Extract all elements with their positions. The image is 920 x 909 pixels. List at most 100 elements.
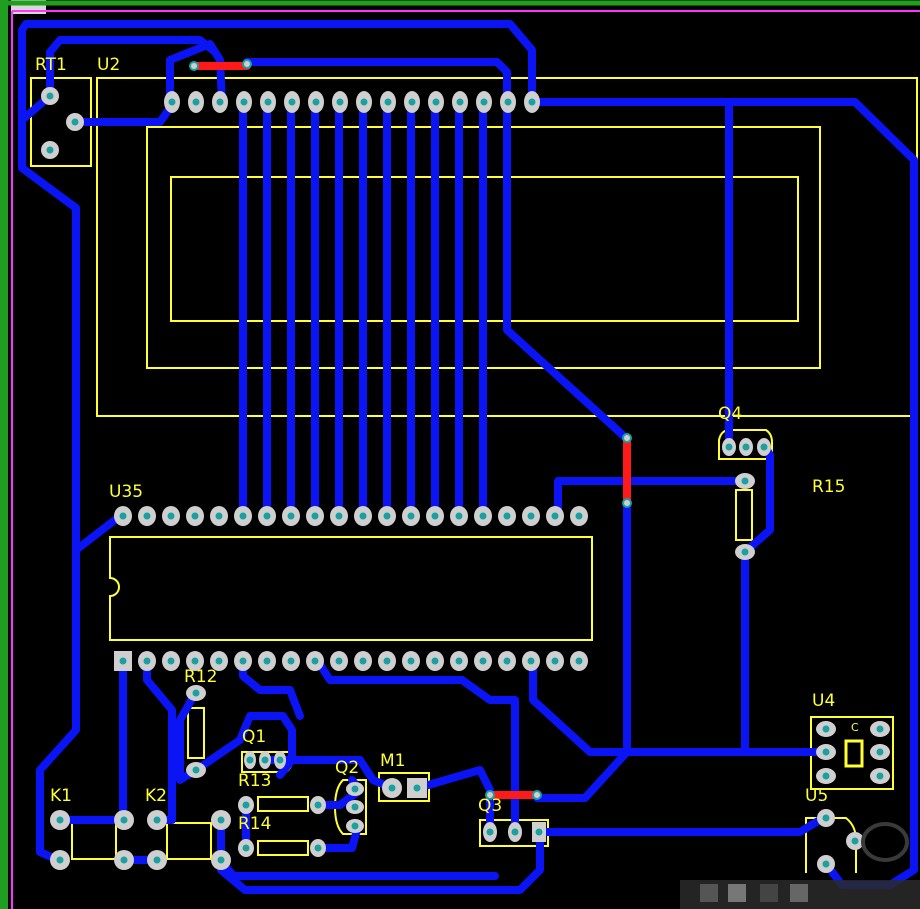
q1-pad-drill — [276, 756, 284, 764]
u2-pad-drill — [240, 98, 248, 106]
via — [242, 59, 252, 69]
u35-pad-drill — [335, 512, 343, 520]
u35-pad-drill — [311, 657, 319, 665]
u4-pad-drill — [822, 725, 830, 733]
label-m1: M1 — [380, 751, 405, 771]
u4-pin-marker: C — [851, 721, 859, 734]
via — [189, 61, 199, 71]
u4-pad-drill — [876, 772, 884, 780]
label-q4: Q4 — [718, 404, 742, 424]
u2-pad-drill — [168, 98, 176, 106]
u35-pad-drill — [191, 512, 199, 520]
u35-pad-drill — [359, 657, 367, 665]
k1-pad-drill — [120, 816, 128, 824]
u35-pad-drill — [575, 512, 583, 520]
u4-pad-drill — [876, 725, 884, 733]
via — [622, 498, 632, 508]
k2-pad-drill — [217, 816, 225, 824]
q4-pad-drill — [725, 443, 733, 451]
m1-pad-drill — [388, 784, 396, 792]
q4-pad-drill — [742, 443, 750, 451]
label-u2: U2 — [97, 55, 120, 75]
u2-pad-drill — [216, 98, 224, 106]
u2-pad-drill — [528, 98, 536, 106]
r13-pad-drill — [242, 801, 250, 809]
u35-pad-drill — [455, 657, 463, 665]
label-r14: R14 — [238, 814, 271, 834]
u5-pad-drill — [822, 860, 830, 868]
rt1-pad-drill — [71, 118, 79, 126]
k1-pad-drill — [56, 856, 64, 864]
via-layer — [189, 59, 632, 800]
u4-pad-drill — [822, 772, 830, 780]
r14-body — [257, 840, 309, 856]
via — [485, 790, 495, 800]
u35-pad-drill — [383, 512, 391, 520]
u35-pad-drill — [503, 512, 511, 520]
r12-pad-drill — [192, 766, 200, 774]
u35-pad-drill — [527, 512, 535, 520]
label-u4: U4 — [812, 691, 835, 711]
u35-pad-drill — [455, 512, 463, 520]
r14-pad-drill — [242, 844, 250, 852]
q3-pad-drill — [535, 828, 543, 836]
k2-pad-drill — [153, 816, 161, 824]
r14-pad-drill — [314, 844, 322, 852]
m1-pad-drill — [413, 784, 421, 792]
rt1-pad-drill — [46, 146, 54, 154]
u4-pad-drill — [822, 748, 830, 756]
q1-pad-drill — [261, 756, 269, 764]
u35-pad-drill — [359, 512, 367, 520]
u35-pad-drill — [167, 512, 175, 520]
top-copper-traces — [18, 20, 918, 894]
left-keepout-edge — [0, 0, 8, 909]
u35-pad-drill — [143, 512, 151, 520]
label-rt1: RT1 — [35, 55, 67, 75]
u35-pad-drill — [575, 657, 583, 665]
bottom-copper-jumpers — [190, 62, 631, 799]
k2-pad-drill — [153, 856, 161, 864]
via — [622, 433, 632, 443]
u35-outline — [109, 536, 593, 641]
k2-outline — [166, 822, 212, 860]
k1-pad-drill — [56, 816, 64, 824]
label-r13: R13 — [238, 771, 271, 791]
rt1-pad-drill — [46, 92, 54, 100]
u2-pad-drill — [288, 98, 296, 106]
u35-pad-drill — [551, 657, 559, 665]
label-r15: R15 — [812, 477, 845, 497]
u2-pad-drill — [336, 98, 344, 106]
u35-pad-drill — [215, 512, 223, 520]
q3-pad-drill — [486, 828, 494, 836]
label-q2: Q2 — [335, 758, 359, 778]
q2-pad-drill — [351, 785, 359, 793]
u2-pad-drill — [504, 98, 512, 106]
r13-pad-drill — [314, 801, 322, 809]
label-u35: U35 — [109, 482, 143, 502]
u2-pad-drill — [312, 98, 320, 106]
u2-pad-drill — [408, 98, 416, 106]
u2-pad-drill — [360, 98, 368, 106]
u35-pad-drill — [263, 512, 271, 520]
u2-pad-drill — [432, 98, 440, 106]
u5-pad-drill — [851, 837, 859, 845]
r12-body — [187, 707, 205, 759]
u2-pad-drill — [456, 98, 464, 106]
r15-pad-drill — [741, 477, 749, 485]
q3-pad-drill — [511, 828, 519, 836]
q4-pad-drill — [760, 443, 768, 451]
u35-pad-drill — [551, 512, 559, 520]
u35-pad-drill — [239, 657, 247, 665]
label-u5: U5 — [805, 786, 828, 806]
u35-pad-drill — [311, 512, 319, 520]
k2-pad-drill — [217, 856, 225, 864]
u35-pad-drill — [479, 512, 487, 520]
u2-pad-drill — [192, 98, 200, 106]
watermark-logo — [861, 822, 909, 862]
u2-pad-drill — [480, 98, 488, 106]
r12-pad-drill — [192, 689, 200, 697]
u35-pad-drill — [527, 657, 535, 665]
q2-pad-drill — [351, 803, 359, 811]
